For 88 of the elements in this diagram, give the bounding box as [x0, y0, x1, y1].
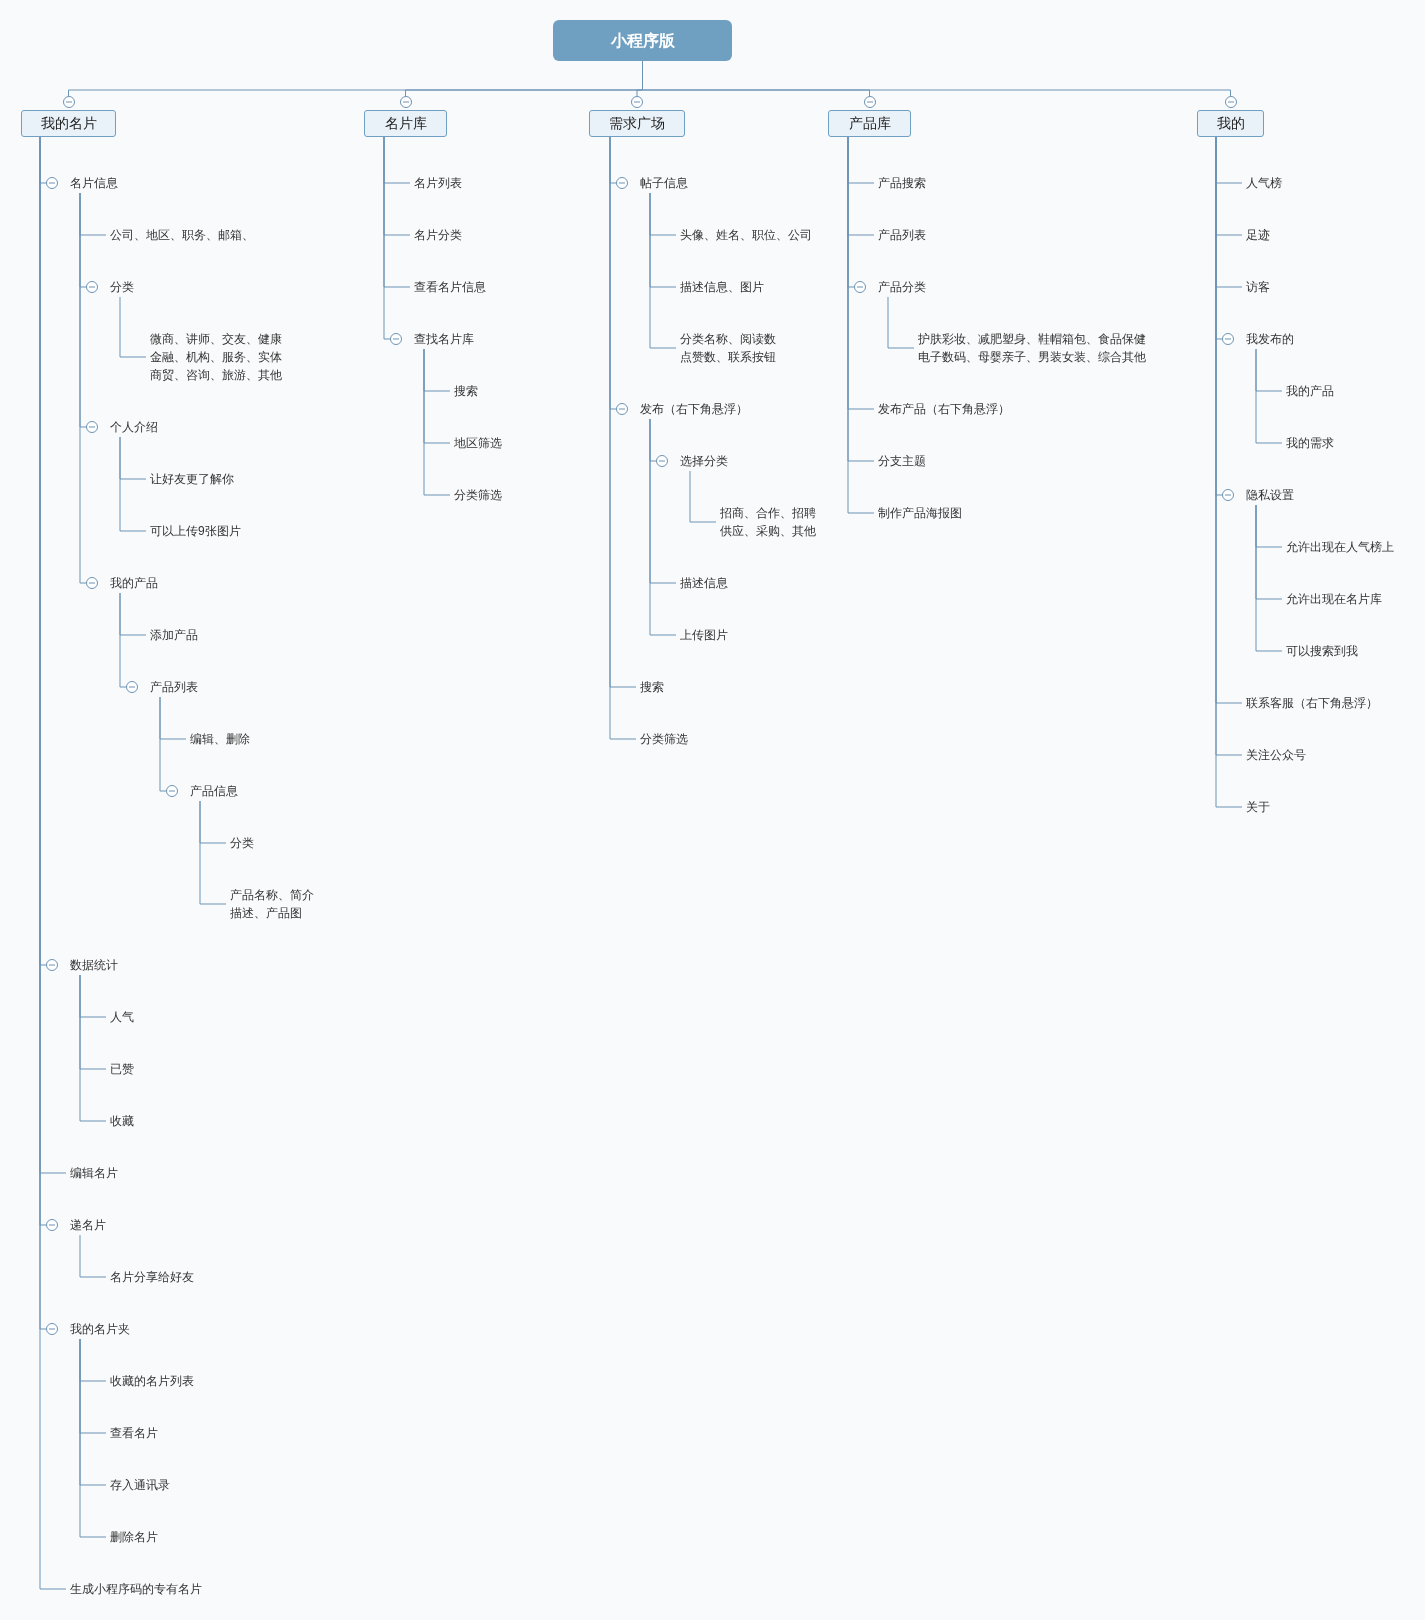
- topic-label: 护肤彩妆、减肥塑身、鞋帽箱包、食品保健电子数码、母婴亲子、男装女装、综合其他: [914, 330, 1148, 366]
- branch-box: 名片库: [364, 110, 447, 137]
- topic-label: 地区筛选: [450, 434, 502, 452]
- connector-line: [199, 800, 227, 905]
- connector-line: [79, 1234, 107, 1278]
- topic-label: 查看名片: [106, 1424, 158, 1442]
- topic-label: 删除名片: [106, 1528, 158, 1546]
- connector-line: [79, 192, 87, 584]
- connector-line: [649, 418, 677, 636]
- topic-label: 产品分类: [878, 279, 926, 296]
- topic-label: 名片分享给好友: [106, 1268, 194, 1286]
- topic-label: 访客: [1242, 278, 1270, 296]
- topic-label: 帖子信息: [640, 175, 688, 192]
- topic-label: 搜索: [636, 678, 664, 696]
- connector-line: [1255, 348, 1283, 444]
- connector-line: [79, 1338, 107, 1538]
- topic-label: 联系客服（右下角悬浮）: [1242, 694, 1378, 712]
- topic-label: 我的产品: [110, 575, 158, 592]
- topic-label: 产品名称、简介描述、产品图: [226, 886, 316, 922]
- topic-label: 人气榜: [1242, 174, 1282, 192]
- topic-label: 上传图片: [676, 626, 728, 644]
- topic-label: 招商、合作、招聘供应、采购、其他: [716, 504, 818, 540]
- connector-line: [649, 192, 677, 349]
- connector-line: [119, 436, 147, 532]
- topic-label: 分类: [226, 834, 254, 852]
- topic-label: 产品信息: [190, 783, 238, 800]
- topic-label: 生成小程序码的专有名片: [66, 1580, 202, 1598]
- topic-label: 选择分类: [680, 453, 728, 470]
- topic-label: 数据统计: [70, 957, 118, 974]
- topic-label: 编辑、删除: [186, 730, 250, 748]
- connector-line: [383, 136, 391, 340]
- topic-label: 分类: [110, 279, 134, 296]
- topic-label: 公司、地区、职务、邮箱、: [106, 226, 254, 244]
- topic-label: 产品搜索: [874, 174, 926, 192]
- topic-label: 存入通讯录: [106, 1476, 170, 1494]
- connector-line: [79, 974, 107, 1122]
- topic-label: 编辑名片: [66, 1164, 118, 1182]
- topic-label: 已赞: [106, 1060, 134, 1078]
- topic-label: 个人介绍: [110, 419, 158, 436]
- connector-line: [689, 470, 717, 523]
- connector-line: [119, 592, 127, 688]
- topic-label: 发布（右下角悬浮）: [640, 401, 748, 418]
- topic-label: 分类筛选: [636, 730, 688, 748]
- connector-line: [159, 696, 167, 792]
- topic-label: 收藏的名片列表: [106, 1372, 194, 1390]
- topic-label: 制作产品海报图: [874, 504, 962, 522]
- branch-box: 我的: [1197, 110, 1264, 137]
- branch-box: 我的名片: [21, 110, 116, 137]
- topic-label: 关于: [1242, 798, 1270, 816]
- topic-label: 允许出现在人气榜上: [1282, 538, 1394, 556]
- topic-label: 我发布的: [1246, 331, 1294, 348]
- topic-label: 分类筛选: [450, 486, 502, 504]
- root-box: 小程序版: [553, 20, 732, 61]
- connector-line: [119, 296, 147, 358]
- topic-label: 递名片: [70, 1217, 106, 1234]
- connector-line: [887, 296, 915, 349]
- branch-box: 需求广场: [589, 110, 685, 137]
- topic-label: 我的名片夹: [70, 1321, 130, 1338]
- topic-label: 让好友更了解你: [146, 470, 234, 488]
- topic-label: 我的产品: [1282, 382, 1334, 400]
- topic-label: 名片列表: [410, 174, 462, 192]
- topic-label: 查看名片信息: [410, 278, 486, 296]
- topic-label: 分支主题: [874, 452, 926, 470]
- topic-label: 描述信息、图片: [676, 278, 764, 296]
- topic-label: 可以搜索到我: [1282, 642, 1358, 660]
- topic-label: 足迹: [1242, 226, 1270, 244]
- topic-label: 关注公众号: [1242, 746, 1306, 764]
- topic-label: 名片信息: [70, 175, 118, 192]
- topic-label: 分类名称、阅读数点赞数、联系按钮: [676, 330, 778, 366]
- connector-line: [423, 348, 451, 496]
- topic-label: 发布产品（右下角悬浮）: [874, 400, 1010, 418]
- topic-label: 可以上传9张图片: [146, 522, 241, 540]
- topic-label: 我的需求: [1282, 434, 1334, 452]
- topic-label: 产品列表: [150, 679, 198, 696]
- topic-label: 允许出现在名片库: [1282, 590, 1382, 608]
- topic-label: 添加产品: [146, 626, 198, 644]
- topic-label: 人气: [106, 1008, 134, 1026]
- topic-label: 收藏: [106, 1112, 134, 1130]
- topic-label: 隐私设置: [1246, 487, 1294, 504]
- topic-label: 产品列表: [874, 226, 926, 244]
- topic-label: 描述信息: [676, 574, 728, 592]
- branch-box: 产品库: [828, 110, 911, 137]
- topic-label: 头像、姓名、职位、公司: [676, 226, 812, 244]
- topic-label: 搜索: [450, 382, 478, 400]
- topic-label: 微商、讲师、交友、健康金融、机构、服务、实体商贸、咨询、旅游、其他: [146, 330, 284, 384]
- topic-label: 查找名片库: [414, 331, 474, 348]
- connector-line: [1255, 504, 1283, 652]
- topic-label: 名片分类: [410, 226, 462, 244]
